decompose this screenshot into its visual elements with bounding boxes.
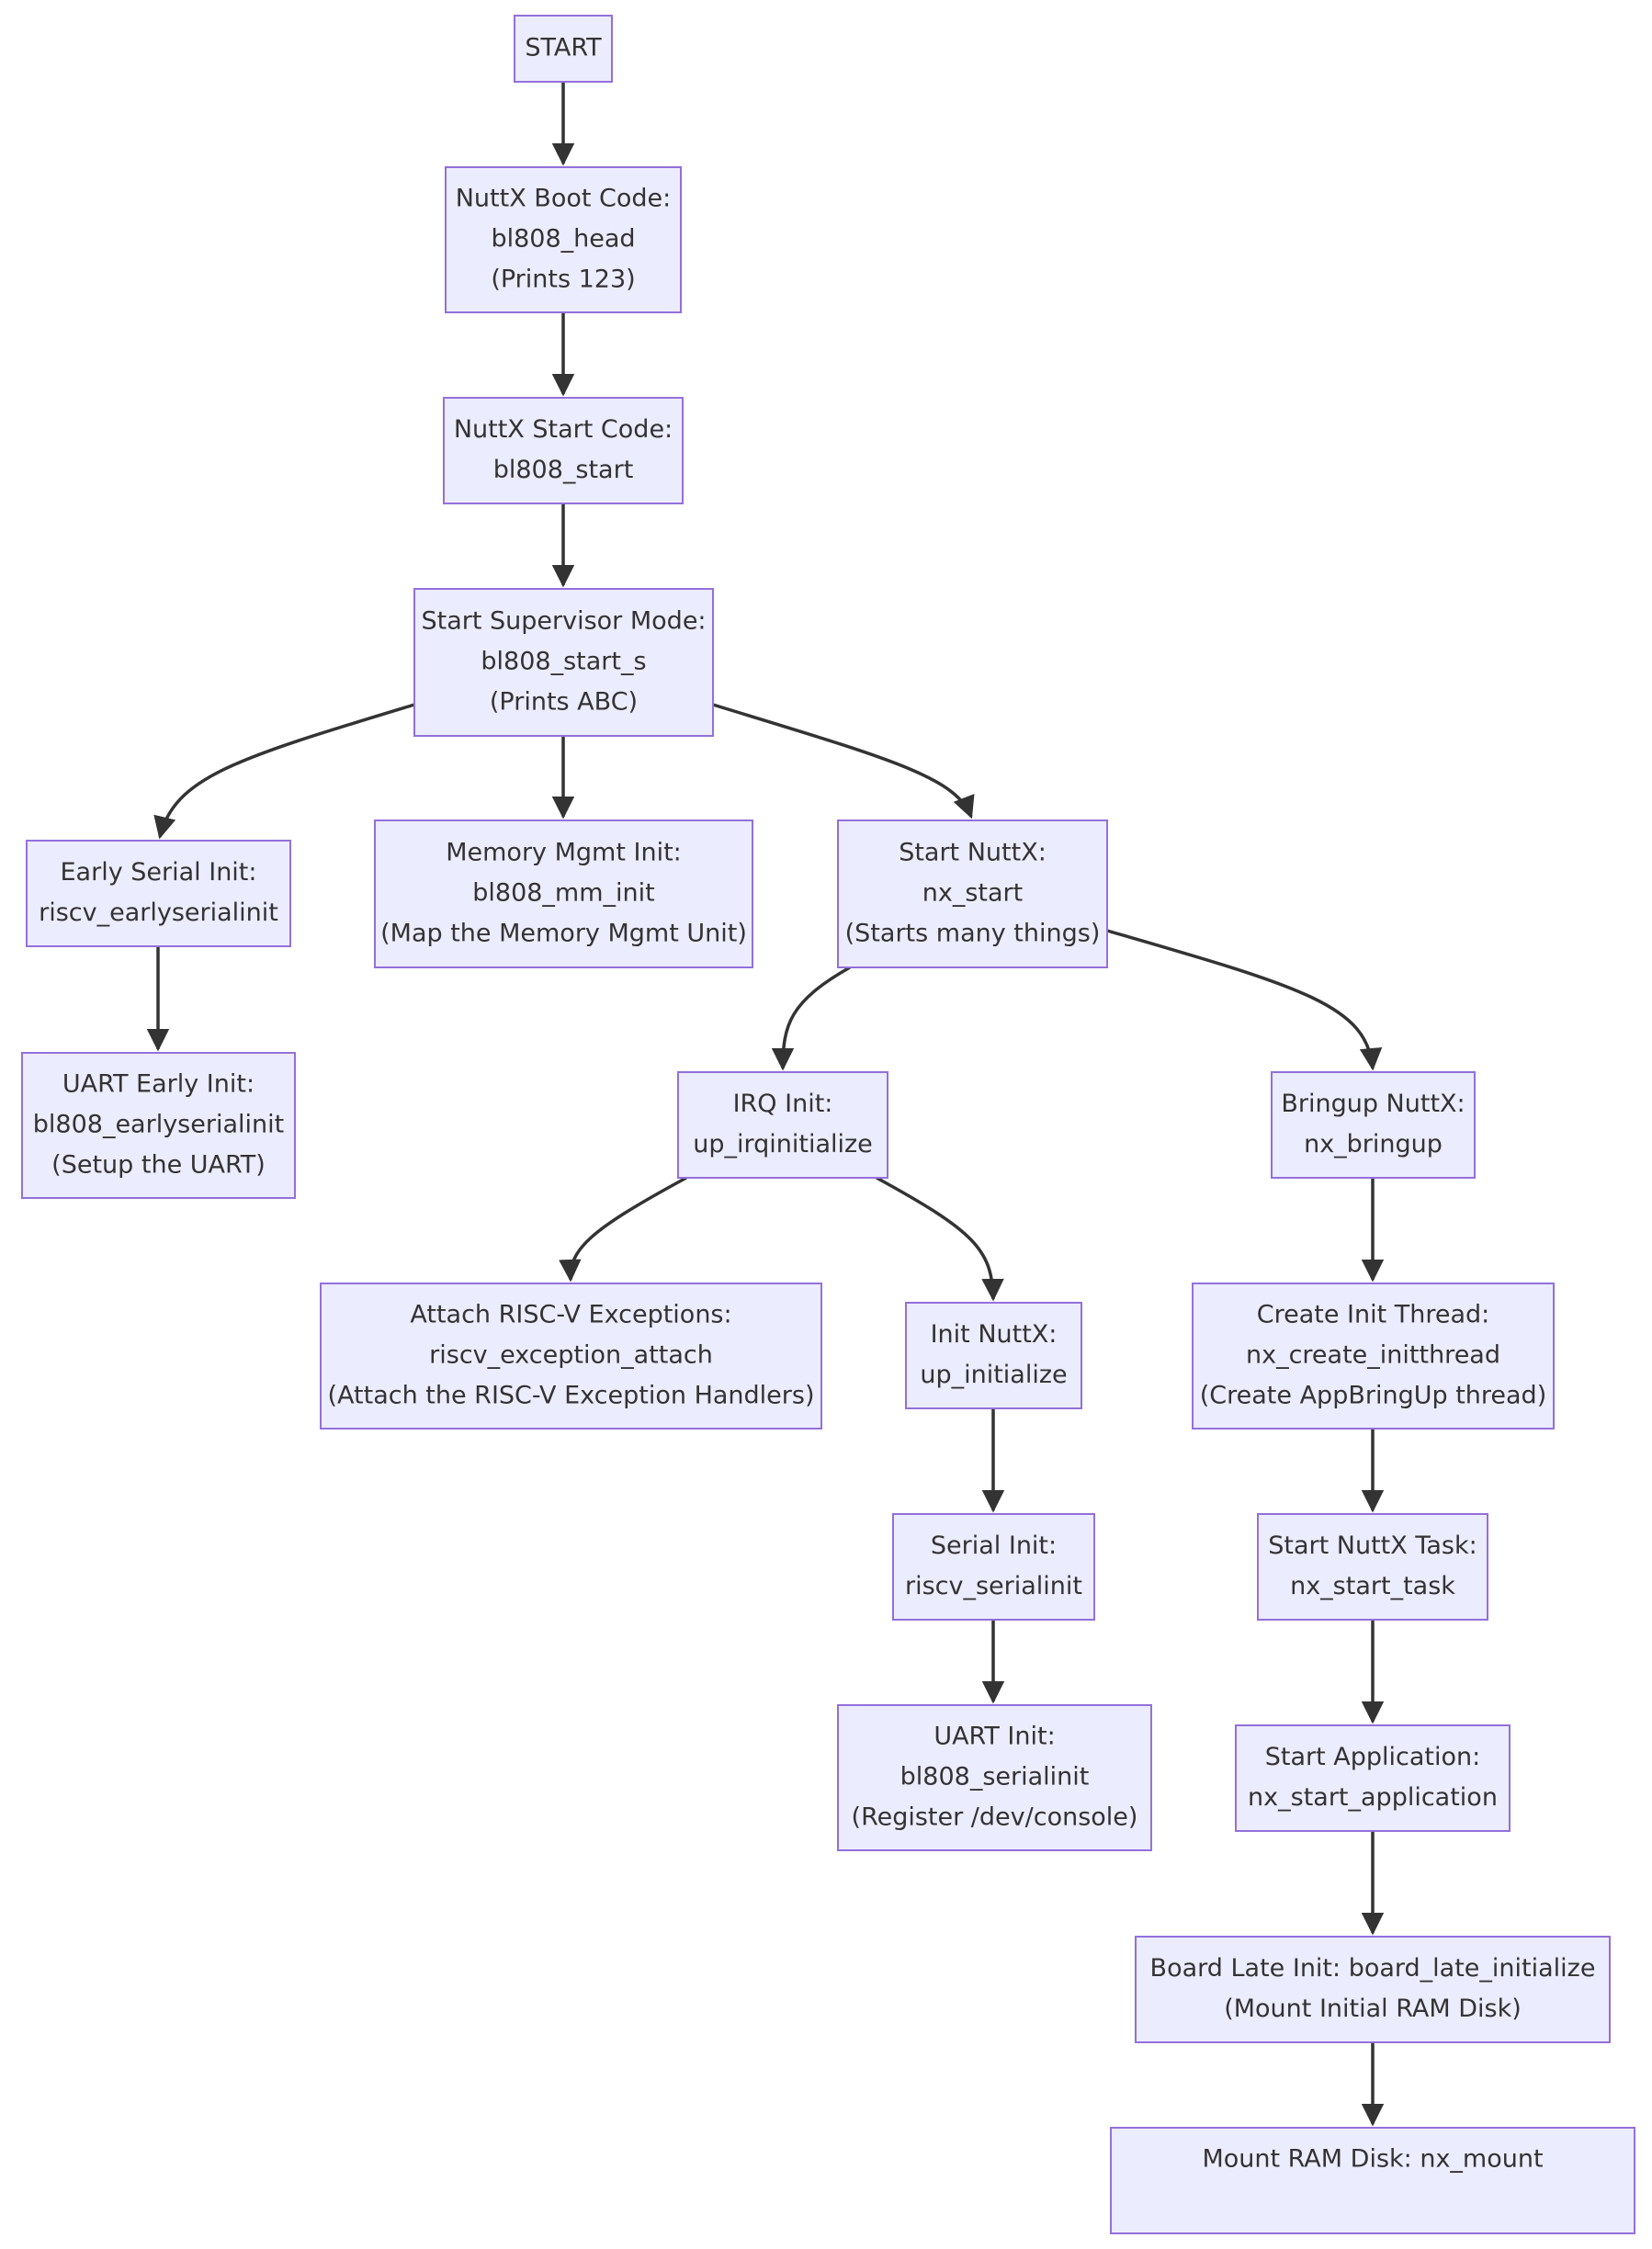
node-mount: Mount RAM Disk: nx_mount [1110,2127,1635,2234]
node-exceptions: Attach RISC-V Exceptions: riscv_exception… [320,1283,822,1430]
node-box [514,15,613,83]
node-box [21,1052,296,1199]
node-label-line: up_irqinitialize [693,1130,873,1158]
node-startcode: NuttX Start Code: bl808_start [443,397,684,504]
node-label-line: (Prints 123) [491,266,635,294]
node-label-line: (Starts many things) [845,920,1101,948]
node-label-line: bl808_earlyserialinit [33,1111,284,1139]
node-start: START [514,15,613,83]
node-box [837,1704,1152,1851]
node-label-line: Start Supervisor Mode: [421,607,706,636]
node-label-line: UART Init: [933,1723,1055,1751]
node-label-line: nx_create_initthread [1246,1341,1500,1370]
node-label-line: Early Serial Init: [60,858,256,887]
node-label-line: nx_start_application [1248,1783,1498,1812]
node-label-line: START [525,34,602,62]
node-boot: NuttX Boot Code: bl808_head (Prints 123) [445,166,682,313]
edge-supervisor-earlyserial [153,703,415,840]
node-label-line: Attach RISC-V Exceptions: [410,1301,731,1329]
node-label-line: nx_start [922,879,1023,908]
node-label-line: Init NuttX: [931,1320,1058,1349]
node-uartearly: UART Early Init: bl808_earlyserialinit (Se… [21,1052,296,1199]
node-nxstart: Start NuttX: nx_start (Starts many things) [837,819,1108,968]
node-latinit: Board Late Init: board_late_initialize (M… [1135,1936,1611,2043]
node-box [892,1513,1095,1621]
node-box [1135,1936,1611,2043]
node-label-line: up_initialize [920,1361,1067,1389]
node-bringup: Bringup NuttX: nx_bringup [1271,1071,1476,1179]
node-irq: IRQ Init: up_irqinitialize [677,1071,888,1179]
node-label-line: IRQ Init: [733,1090,833,1118]
node-label-line: (Register /dev/console) [852,1803,1138,1832]
node-box [1257,1513,1488,1621]
node-label-line: Bringup NuttX: [1281,1090,1465,1118]
node-box [445,166,682,313]
node-box [443,397,684,504]
node-label-line: NuttX Boot Code: [456,185,672,213]
node-box [1235,1724,1511,1832]
node-label-line: Serial Init: [931,1531,1057,1560]
node-box [1110,2127,1635,2234]
node-box [905,1302,1082,1409]
node-uartinit: UART Init: bl808_serialinit (Register /dev… [837,1704,1152,1851]
node-box [677,1071,888,1179]
node-initnuttx: Init NuttX: up_initialize [905,1302,1082,1409]
node-label-line: Create Init Thread: [1257,1301,1490,1329]
node-label-line: (Create AppBringUp thread) [1200,1382,1546,1410]
node-label-line: (Map the Memory Mgmt Unit) [380,920,747,948]
node-label-line: bl808_head [491,225,635,254]
node-label-line: riscv_earlyserialinit [39,898,278,927]
node-label-line: riscv_exception_attach [429,1341,713,1370]
node-box [1271,1071,1476,1179]
node-box [320,1283,822,1430]
node-serialinit: Serial Init: riscv_serialinit [892,1513,1095,1621]
node-label-line: Memory Mgmt Init: [446,839,682,867]
node-label-line: bl808_start [493,456,634,484]
node-starttask: Start NuttX Task: nx_start_task [1257,1513,1488,1621]
edge-irq-initnuttx [876,1176,1004,1302]
node-label-line: bl808_mm_init [472,879,654,908]
node-label-line: nx_bringup [1304,1130,1443,1158]
node-label-line: UART Early Init: [62,1070,255,1099]
edges-layer [146,82,1385,2127]
node-label-line: Start NuttX: [899,839,1047,867]
node-label-line: Start Application: [1265,1743,1481,1771]
node-supervisor: Start Supervisor Mode: bl808_start_s (Prin… [413,588,714,737]
node-earlyserial: Early Serial Init: riscv_earlyserialinit [26,840,291,947]
node-box [374,819,753,968]
node-label-line: nx_start_task [1290,1572,1455,1600]
node-label-line: Board Late Init: board_late_initialize [1150,1954,1596,1983]
node-initthread: Create Init Thread: nx_create_initthread (… [1192,1283,1555,1430]
node-label-line: Start NuttX Task: [1268,1531,1477,1560]
node-label-line: NuttX Start Code: [454,415,673,444]
node-label-line: (Setup the UART) [51,1151,266,1180]
node-label-line: (Mount Initial RAM Disk) [1224,1995,1522,2023]
node-mminit: Memory Mgmt Init: bl808_mm_init (Map the M… [374,819,753,968]
edge-irq-exceptions [559,1176,687,1283]
nodes-layer: START NuttX Boot Code: bl808_head (Prints 1… [21,15,1635,2234]
edge-supervisor-nxstart [712,703,975,819]
node-label-line: Mount RAM Disk: nx_mount [1202,2145,1543,2174]
node-label-line: bl808_serialinit [900,1763,1090,1791]
edge-nxstart-irq [771,966,851,1071]
edge-nxstart-bringup [1106,929,1383,1071]
node-label-line: riscv_serialinit [905,1572,1082,1600]
node-box [413,588,714,737]
node-label-line: bl808_start_s [481,648,646,676]
node-box [837,819,1108,968]
node-box [26,840,291,947]
node-startapp: Start Application: nx_start_application [1235,1724,1511,1832]
node-box [1192,1283,1555,1430]
node-label-line: (Prints ABC) [490,688,638,717]
node-label-line: (Attach the RISC-V Exception Handlers) [328,1382,815,1410]
